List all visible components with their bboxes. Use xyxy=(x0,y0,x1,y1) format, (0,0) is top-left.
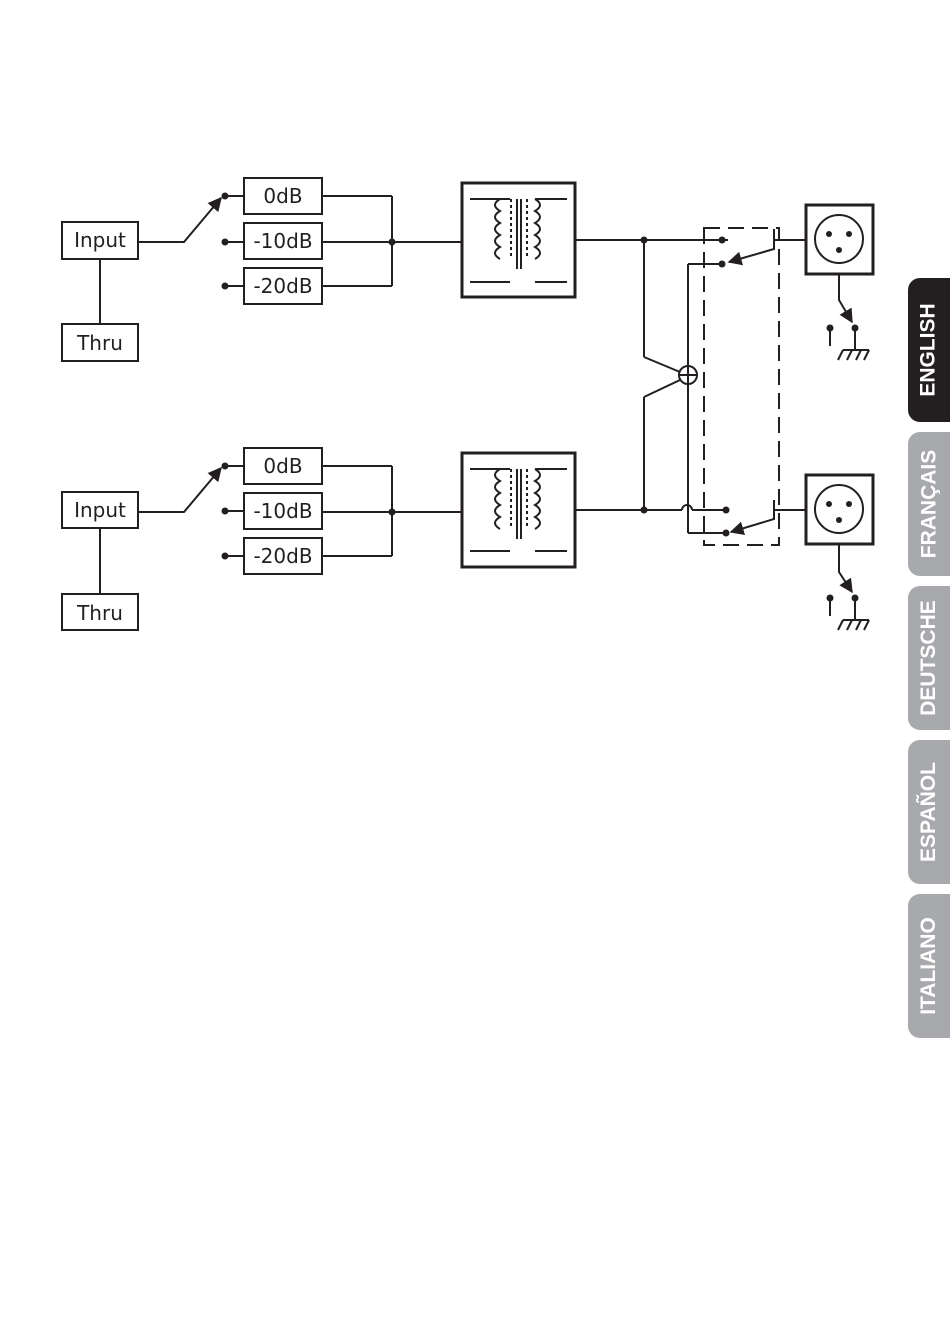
output-switch-arm-2 xyxy=(731,500,774,532)
transformer-2 xyxy=(462,453,575,567)
ground-lift-arm-2 xyxy=(839,544,852,592)
xlr-connector-1 xyxy=(806,205,873,274)
tab-deutsche-label: DEUTSCHE xyxy=(917,600,941,716)
ch2-level-10db: -10dB xyxy=(253,499,312,523)
attenuator-switch-arm xyxy=(138,468,221,512)
tab-italiano-label: ITALIANO xyxy=(917,917,941,1015)
ch2-level-0db: 0dB xyxy=(263,454,302,478)
attenuator-switch-arm xyxy=(138,198,221,242)
ch2-thru-label: Thru xyxy=(76,601,123,625)
mode-switch-enclosure xyxy=(704,228,779,545)
summing-network xyxy=(644,240,697,533)
tab-francais[interactable]: FRANÇAIS xyxy=(908,432,950,576)
ch1-level-20db: -20dB xyxy=(253,274,312,298)
xlr-connector-2 xyxy=(806,475,873,544)
tab-english-label: ENGLISH xyxy=(917,303,941,396)
ch1-input-label: Input xyxy=(74,228,126,252)
tab-deutsche[interactable]: DEUTSCHE xyxy=(908,586,950,730)
ch1-level-10db: -10dB xyxy=(253,229,312,253)
tab-english[interactable]: ENGLISH xyxy=(908,278,950,422)
tab-espanol[interactable]: ESPAÑOL xyxy=(908,740,950,884)
channel-2 xyxy=(62,448,873,630)
ch2-level-20db: -20dB xyxy=(253,544,312,568)
output-switch-arm-1 xyxy=(729,229,774,262)
tab-francais-label: FRANÇAIS xyxy=(917,450,941,559)
ch1-thru-label: Thru xyxy=(76,331,123,355)
ground-lift-arm-1 xyxy=(839,274,852,322)
ch2-input-label: Input xyxy=(74,498,126,522)
channel-1 xyxy=(62,178,873,361)
ch1-level-0db: 0dB xyxy=(263,184,302,208)
tab-italiano[interactable]: ITALIANO xyxy=(908,894,950,1038)
tab-espanol-label: ESPAÑOL xyxy=(917,762,941,862)
transformer-1 xyxy=(462,183,575,297)
